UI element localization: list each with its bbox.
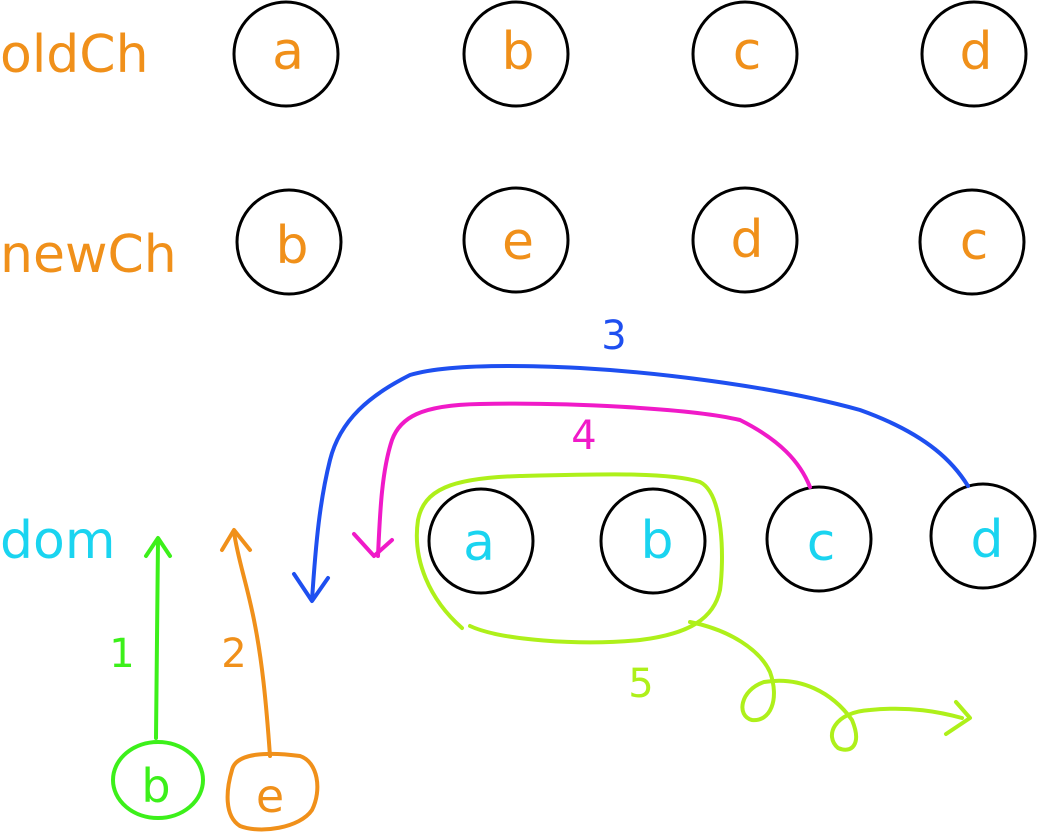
- oldch-node-circle: [920, 0, 1028, 108]
- oldch-node-circle: [232, 0, 340, 108]
- oldch-node-circle: [691, 0, 799, 108]
- oldch-label: oldCh: [0, 25, 149, 85]
- step-3-number: 3: [601, 313, 626, 359]
- newch-label: newCh: [0, 225, 177, 285]
- newch-node-circle: [918, 188, 1026, 296]
- step-5-number: 5: [628, 661, 653, 707]
- oldch-node-letter: b: [501, 22, 534, 82]
- newch-node-letter: b: [275, 216, 308, 276]
- dom-label: dom: [0, 511, 115, 571]
- oldch-node-letter: d: [959, 22, 992, 82]
- step-5-removal: 5: [414, 472, 972, 752]
- step-3-arrow: 3: [292, 313, 970, 603]
- newch-node-circle: [462, 186, 570, 294]
- oldch-node-circle: [462, 0, 570, 108]
- newch-node-circle: [691, 186, 799, 294]
- dom-node-circle: [765, 485, 873, 593]
- dom-node-letter: c: [807, 513, 836, 573]
- newch-nodes: b e d c: [235, 186, 1026, 296]
- dom-node-circle: [427, 487, 535, 595]
- newch-node-circle: [235, 188, 343, 296]
- oldch-nodes: a b c d: [232, 0, 1028, 108]
- dom-nodes: a b c d: [427, 482, 1037, 595]
- step-2-insert: e 2: [220, 528, 320, 832]
- dom-node-letter: b: [640, 511, 673, 571]
- dom-node-circle: [599, 487, 707, 595]
- newch-node-letter: d: [730, 210, 763, 270]
- step-4-number: 4: [571, 413, 596, 459]
- oldch-node-letter: c: [733, 22, 762, 82]
- newch-node-letter: c: [960, 212, 989, 272]
- inserted-b-letter: b: [141, 759, 170, 813]
- dom-node-circle: [929, 482, 1037, 590]
- oldch-node-letter: a: [272, 22, 304, 82]
- step-4-arrow: 4: [352, 401, 812, 558]
- dom-node-letter: d: [970, 510, 1003, 570]
- newch-node-letter: e: [502, 212, 534, 272]
- inserted-e-letter: e: [256, 769, 284, 823]
- step-1-insert: b 1: [109, 536, 205, 820]
- step-2-number: 2: [221, 631, 246, 677]
- step-1-number: 1: [109, 631, 134, 677]
- dom-node-letter: a: [463, 513, 495, 573]
